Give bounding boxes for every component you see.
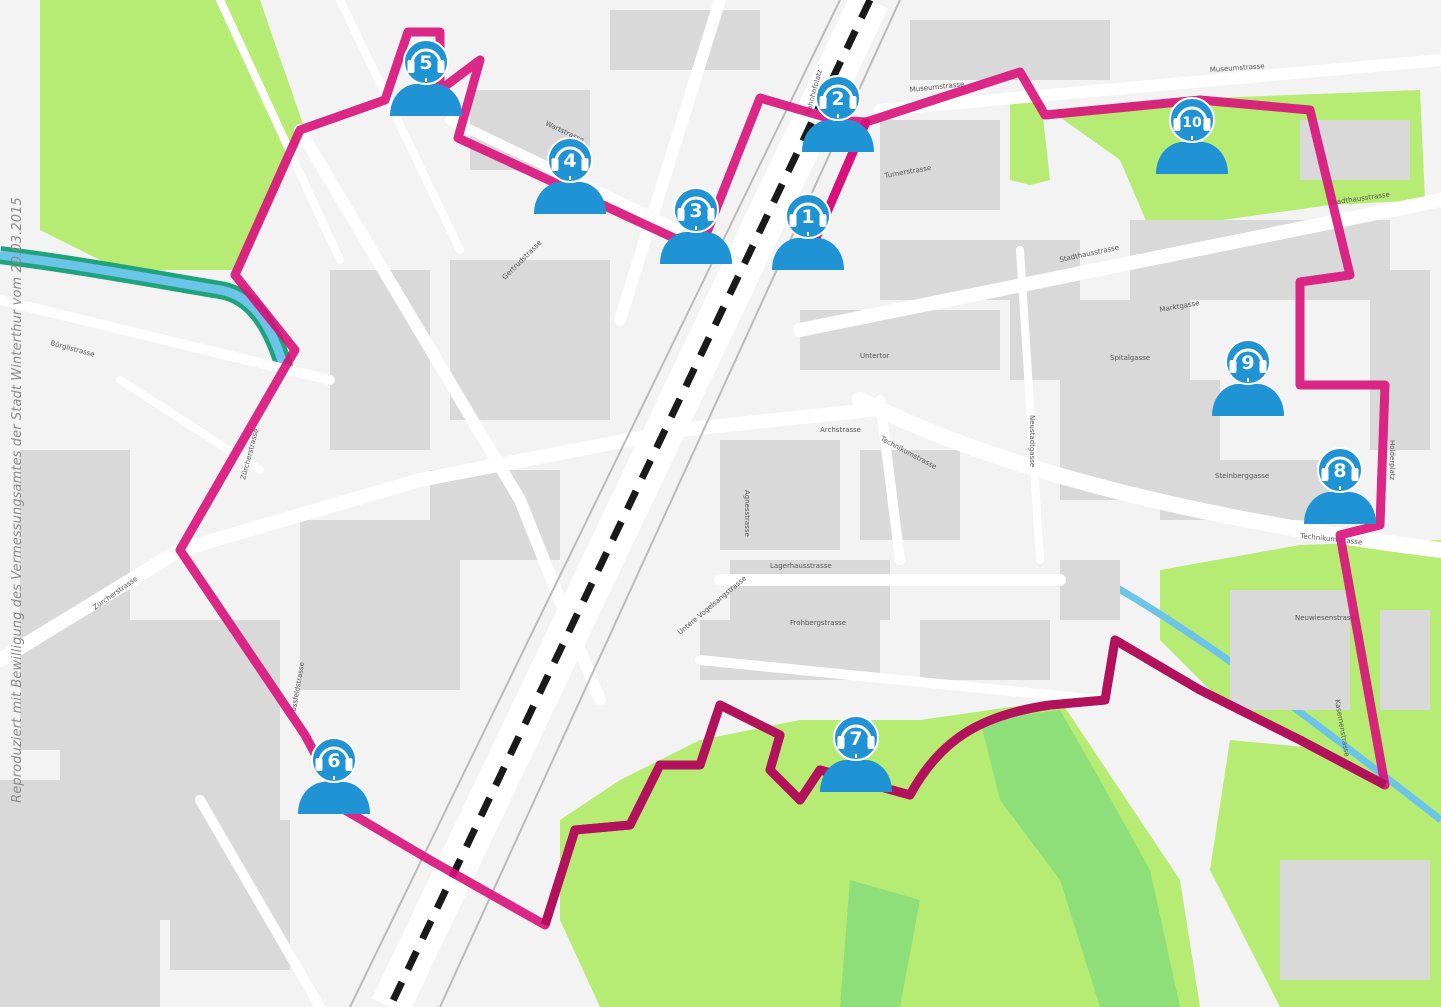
headphones-icon [1317,447,1363,493]
listener-body-icon [1156,142,1228,174]
ear-cup-icon [1229,360,1237,373]
ear-cup-icon [345,758,353,771]
ear-cup-icon [1259,360,1267,373]
street-label: Frohbergstrasse [790,619,846,627]
headphone-band-icon [554,146,586,163]
ear-cup-icon [407,60,415,73]
ear-cup-icon [789,214,797,227]
ear-cup-icon [819,96,827,109]
marker-number: 1 [801,206,814,228]
headphone-band-icon [840,724,872,741]
audio-markers: 1 2 3 4 5 6 7 8 9 10 [298,39,1376,814]
listener-body-icon [534,182,606,214]
park-northwest [40,0,305,270]
marker-number: 4 [563,150,576,172]
listener-body-icon [660,232,732,264]
marker-number: 9 [1241,352,1254,374]
audio-guide-marker-1[interactable]: 1 [772,193,844,270]
ear-cup-icon [315,758,323,771]
listener-body-icon [820,760,892,792]
ear-cup-icon [867,736,875,749]
headphones-icon [1225,339,1271,385]
headphones-icon [833,715,879,761]
ear-cup-icon [437,60,445,73]
railway [349,0,901,1007]
ear-cup-icon [1173,118,1181,131]
map-credit: Reproduziert mit Bewilligung des Vermess… [10,197,25,803]
street-label: Holderplatz [1388,440,1396,481]
headphones-icon [785,193,831,239]
marker-number: 8 [1333,460,1346,482]
ear-cup-icon [1321,468,1329,481]
ear-cup-icon [1203,118,1211,131]
audio-guide-marker-9[interactable]: 9 [1212,339,1284,416]
ear-cup-icon [677,208,685,221]
marker-number: 3 [689,200,702,222]
headphones-icon [547,137,593,183]
headphones-icon [311,737,357,783]
ear-cup-icon [819,214,827,227]
street-label: Museumstrasse [1210,62,1265,74]
audio-guide-marker-10[interactable]: 10 [1156,97,1228,174]
headphones-icon [1169,97,1215,143]
listener-body-icon [802,120,874,152]
park-areas [40,0,1441,1007]
headphone-band-icon [1324,456,1356,473]
listener-body-icon [772,238,844,270]
park-south-dark [980,710,1180,1007]
marker-number: 7 [849,728,862,750]
headphone-band-icon [680,196,712,213]
street-label: Agnesstrasse [743,490,751,537]
audio-guide-marker-7[interactable]: 7 [820,715,892,792]
headphone-band-icon [1232,348,1264,365]
listener-body-icon [390,84,462,116]
audio-guide-marker-3[interactable]: 3 [660,187,732,264]
audio-guide-marker-6[interactable]: 6 [298,737,370,814]
route-line-dark [540,635,1388,927]
listener-body-icon [1304,492,1376,524]
audio-guide-marker-4[interactable]: 4 [534,137,606,214]
audio-guide-marker-2[interactable]: 2 [802,75,874,152]
street-label: Steinberggasse [1215,472,1269,480]
headphones-icon [403,39,449,85]
river-west-water [0,250,290,372]
marker-number: 2 [831,88,844,110]
street-label: Spitalgasse [1110,354,1150,362]
headphones-icon [815,75,861,121]
ear-cup-icon [849,96,857,109]
headphone-band-icon [410,48,442,65]
listener-body-icon [298,782,370,814]
listener-body-icon [1212,384,1284,416]
street-label: Untertor [860,352,890,360]
headphones-icon [673,187,719,233]
ear-cup-icon [707,208,715,221]
marker-number: 5 [419,52,432,74]
street-label: Neuwiesenstrasse [1295,614,1359,622]
headphone-band-icon [822,84,854,101]
audio-guide-marker-5[interactable]: 5 [390,39,462,116]
headphone-band-icon [1176,106,1208,123]
ear-cup-icon [1351,468,1359,481]
street-label: Archstrasse [820,426,861,434]
ear-cup-icon [837,736,845,749]
marker-number: 10 [1182,115,1202,131]
park-south-inner [840,880,920,1007]
street-label: Lagerhausstrasse [770,562,832,570]
ear-cup-icon [581,158,589,171]
marker-number: 6 [327,750,340,772]
headphone-band-icon [792,202,824,219]
headphone-band-icon [318,746,350,763]
audio-guide-marker-8[interactable]: 8 [1304,447,1376,524]
ear-cup-icon [551,158,559,171]
street-label: Neustadtgasse [1028,415,1036,467]
